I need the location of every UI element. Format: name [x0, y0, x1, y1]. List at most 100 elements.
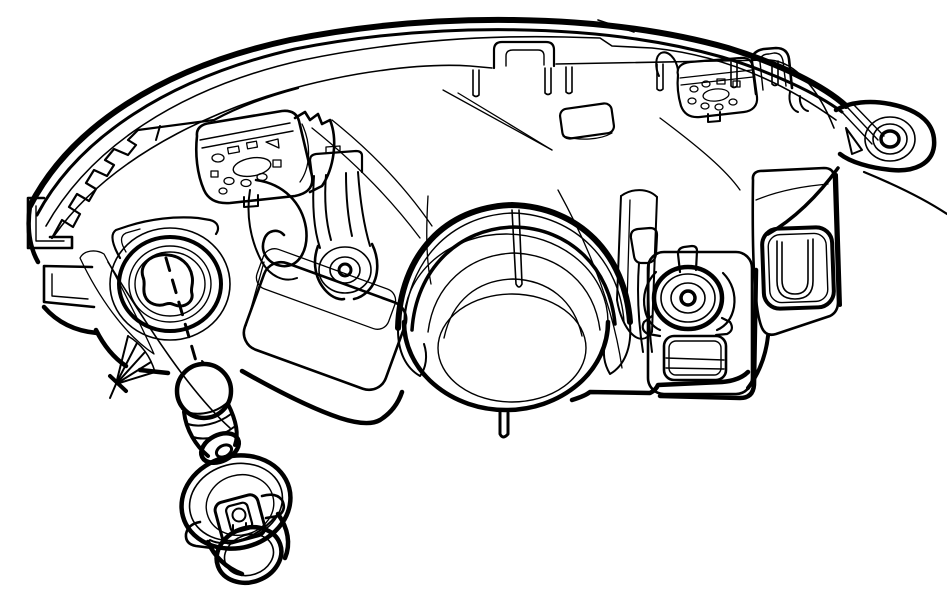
connector-housing-block [242, 248, 408, 392]
vent-cover [662, 334, 728, 382]
panel-left-edge [616, 195, 658, 340]
fork-top-notch [325, 145, 341, 154]
projector-bore [395, 202, 633, 439]
plate-hole [728, 98, 738, 106]
fork-bracket [308, 145, 379, 301]
lens-flange-edge [26, 16, 849, 336]
flange-second-contour [35, 28, 844, 217]
bulb-base-side [226, 402, 239, 447]
plate-hole [716, 78, 726, 85]
clip-tail [109, 383, 117, 399]
block-top-face [255, 248, 397, 330]
socket-open-end [214, 524, 284, 586]
arm-hatch [853, 104, 885, 137]
fork-prong [345, 172, 353, 237]
terminal-slot-u [781, 239, 809, 295]
opening-ring-bold [117, 235, 223, 333]
contour-line [426, 195, 432, 285]
keyhole-outline [225, 501, 254, 534]
connector-shadow-edge [834, 173, 842, 307]
fork-prong [357, 171, 371, 247]
bore-arc [410, 225, 617, 332]
locking-wing-left [184, 520, 214, 550]
plate-center-hole [232, 156, 272, 178]
cap-housing-frame [646, 250, 754, 396]
harness-stem [616, 189, 659, 353]
plate-bottom-tooth [243, 194, 259, 208]
plate-bottom-tooth [707, 111, 721, 123]
cap-housing-shadow [657, 267, 759, 401]
fork-top-tab [308, 149, 364, 178]
fork-prong [312, 175, 321, 249]
headlamp-housing [26, 16, 947, 439]
clip-leaf [115, 342, 138, 385]
plate-hole [211, 153, 225, 163]
hump-bracket-inner [505, 49, 545, 67]
clip-leaf [115, 335, 129, 385]
scroll-spiral [254, 178, 308, 268]
bottom-edge [93, 327, 129, 369]
block-outline [242, 260, 408, 392]
bushing-ring [872, 123, 908, 155]
boss-center [337, 262, 353, 278]
claw-right [352, 242, 379, 301]
contour-line [659, 117, 741, 191]
bore-arc [403, 212, 625, 331]
keyhole-plate [213, 493, 267, 545]
plate-center-hole [702, 88, 730, 102]
socket-collar-inner [120, 228, 141, 253]
cap-ring-outer [651, 264, 725, 332]
plate-hole [265, 138, 280, 149]
connector-port [751, 166, 842, 337]
adjuster-boss [318, 246, 372, 294]
bushing-ring [864, 116, 916, 162]
drain-peg [498, 410, 510, 439]
connector-face-line [755, 183, 829, 201]
label-pad [558, 102, 616, 140]
plate-hole [689, 85, 699, 93]
vent-box [662, 334, 728, 382]
plate-hole [700, 102, 710, 110]
arm-lobe [833, 99, 937, 173]
flange-inner-band [53, 64, 493, 237]
left-hook-tab [26, 196, 74, 250]
low-beam-socket-opening [109, 216, 231, 341]
plate-hole [223, 176, 235, 186]
spring-clip [108, 335, 156, 399]
bayonet-ring-right [715, 271, 736, 332]
cap-ring [660, 273, 716, 323]
plate-hole [732, 80, 741, 88]
edge-notch [155, 125, 161, 141]
keyed-hole [140, 253, 195, 308]
bottom-edge [746, 334, 770, 390]
plate-rail [199, 122, 291, 141]
alignment-dashed-line [164, 256, 200, 370]
bushing-hole [879, 129, 901, 149]
hump-bracket [492, 40, 556, 70]
edge-rib [472, 69, 480, 98]
plate-hole [687, 97, 697, 105]
claw-left [313, 244, 346, 301]
claw-tab [798, 95, 809, 112]
socket-barrel-side [275, 511, 291, 561]
clip-leaf [115, 371, 156, 385]
lens-tail-edge [862, 170, 947, 216]
lower-left-tab-inner [51, 273, 89, 300]
paddle-stem [637, 262, 644, 353]
flange-outer-contour [27, 16, 849, 209]
plate-hole [272, 159, 282, 168]
arm-hatch [847, 107, 879, 141]
edge-rib [544, 67, 552, 96]
plate-rail [679, 69, 753, 79]
edge-rib [565, 66, 573, 95]
claw-tab [788, 91, 799, 113]
left-edge-contour [41, 304, 100, 336]
plate-left-hook [655, 51, 679, 77]
label-pad-shadow [562, 132, 613, 140]
plate-hole [226, 145, 241, 155]
panel-top [620, 189, 658, 198]
vent-line [665, 357, 725, 361]
bore-arc-outer [395, 202, 633, 331]
raised-tab-inner [759, 52, 787, 91]
bottom-edge [239, 368, 405, 426]
